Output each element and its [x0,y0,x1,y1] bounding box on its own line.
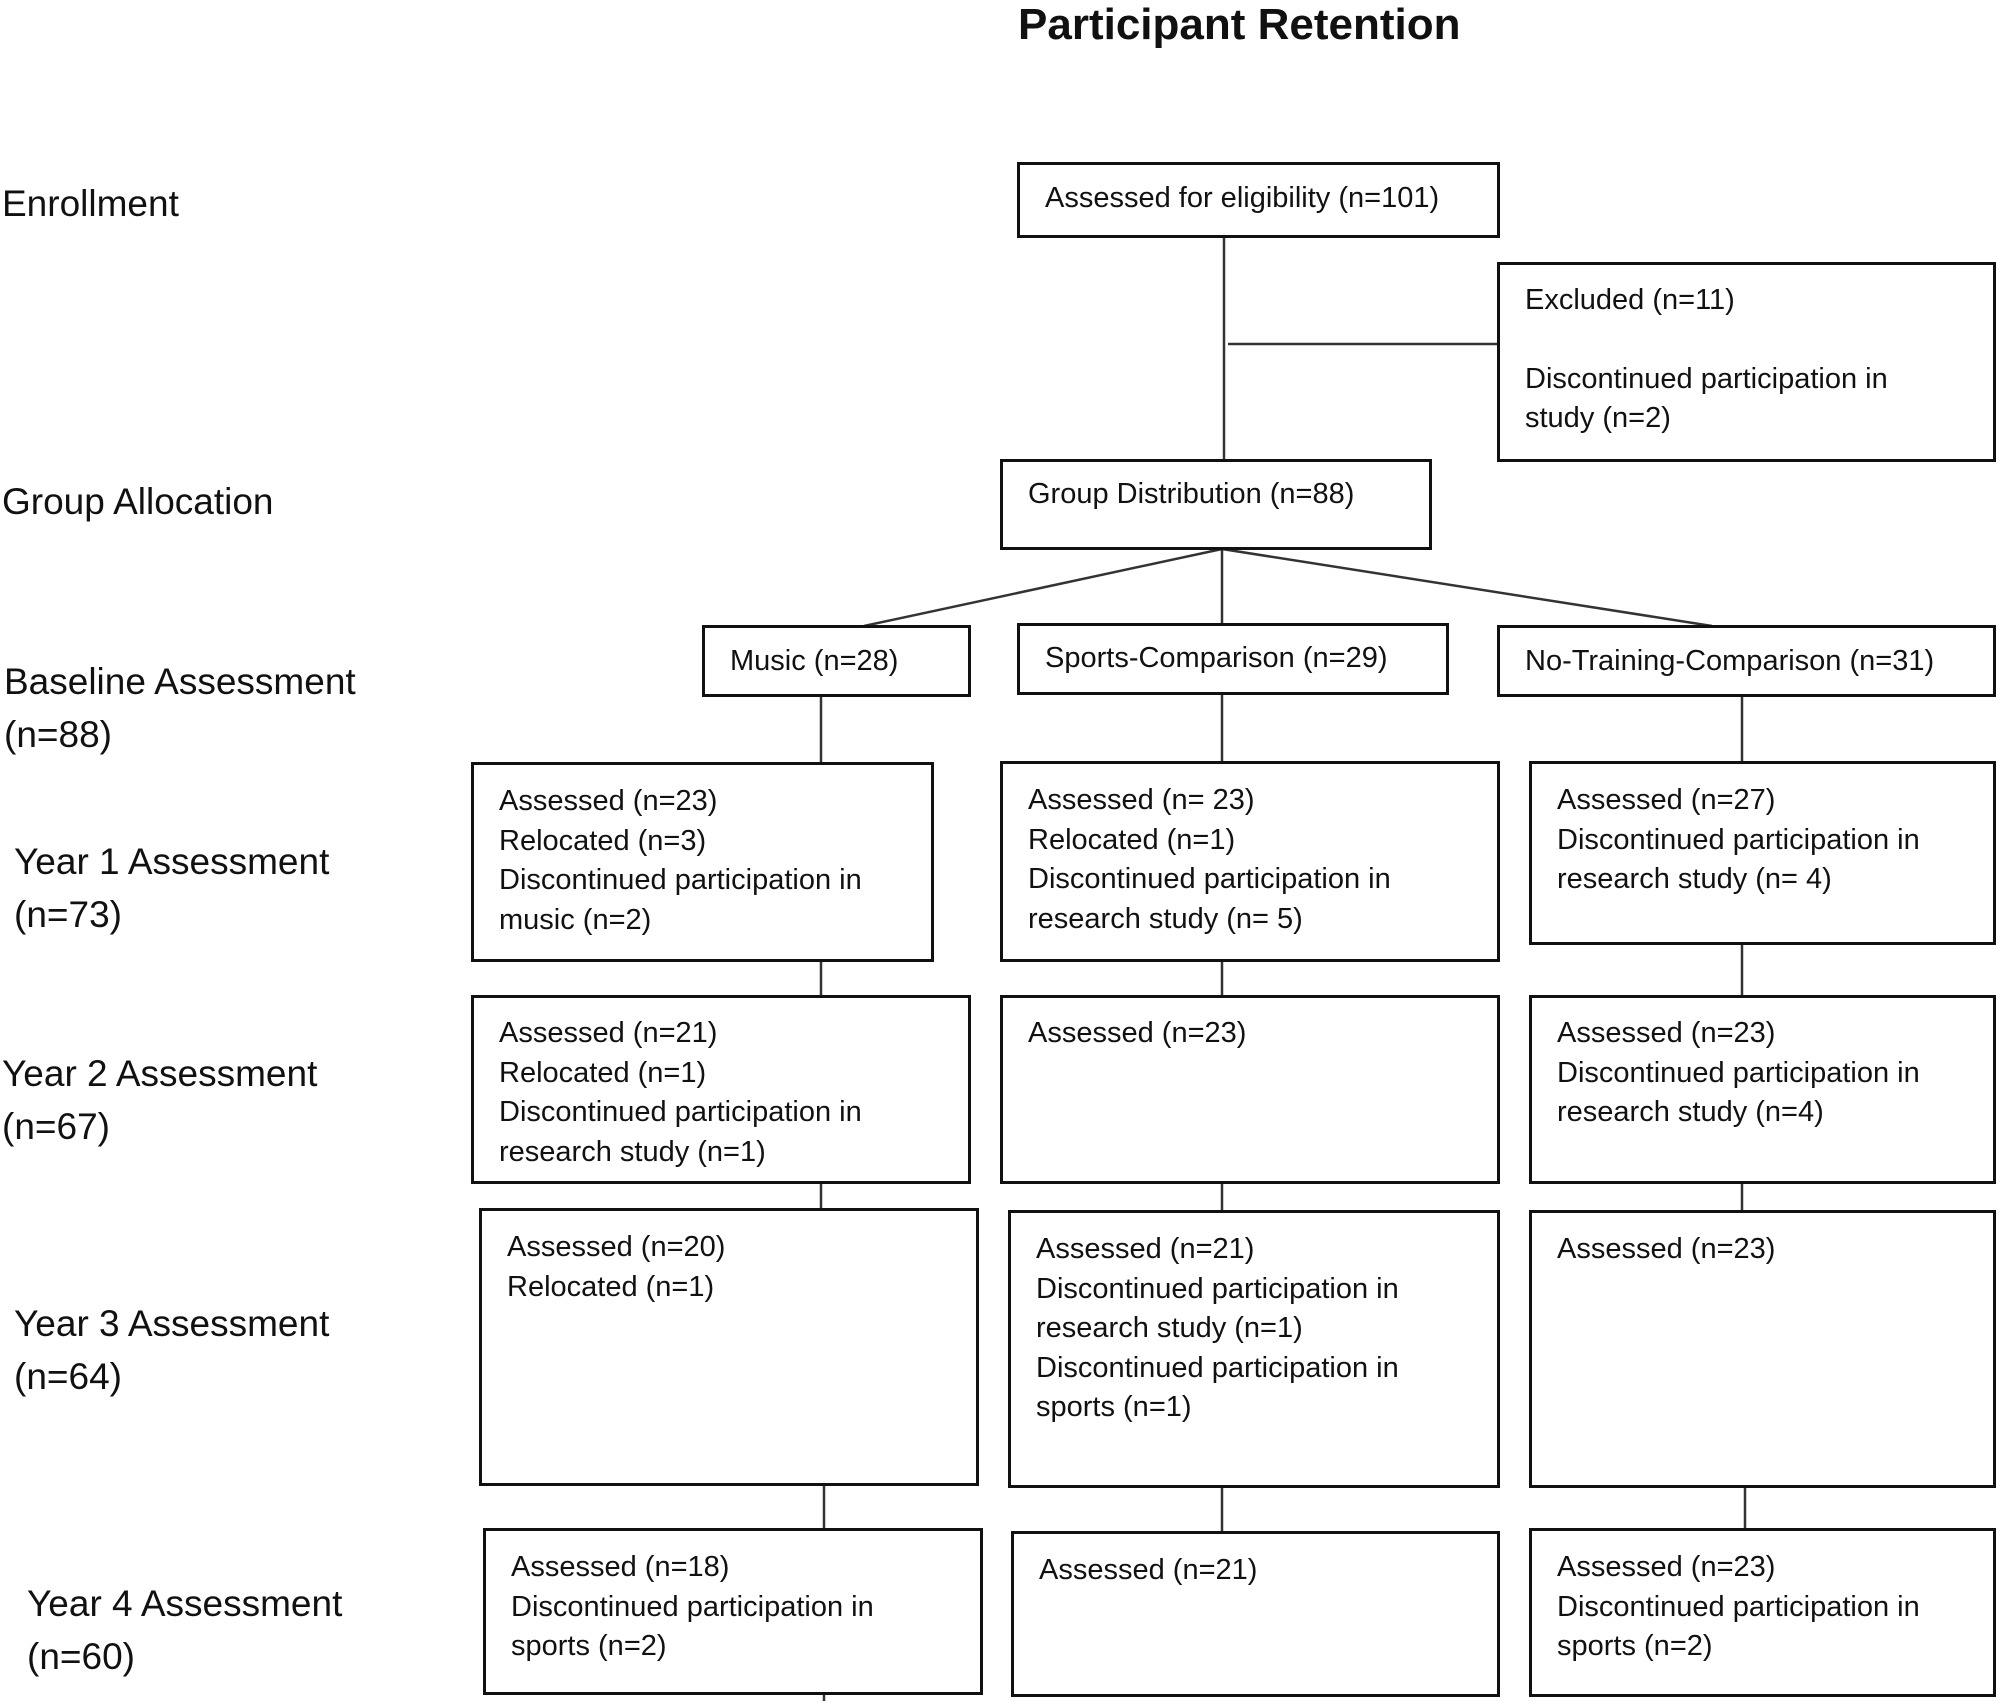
box-music-year2: Assessed (n=21) Relocated (n=1) Disconti… [471,995,971,1184]
box-line: No-Training-Comparison (n=31) [1525,645,1935,677]
box-line: music (n=2) [499,903,652,936]
box-line: research study (n= 4) [1557,863,1832,895]
stage-baseline: Baseline Assessment (n=88) [4,655,356,761]
box-line: research study (n=1) [499,1135,766,1168]
box-line: Discontinued participation in [499,1096,862,1128]
box-line: Discontinued participation in [1036,1272,1399,1305]
stage-line: Year 4 Assessment [27,1583,343,1624]
box-line: Assessed (n=21) [499,1017,718,1049]
stage-year4: Year 4 Assessment (n=60) [27,1577,342,1683]
diagram-title: Participant Retention [1018,0,1461,49]
box-sports-year2: Assessed (n=23) [1000,995,1500,1184]
box-line: Assessed (n=20) [507,1231,726,1263]
box-spacer [1525,321,1975,360]
box-line: Assessed (n=21) [1039,1554,1258,1586]
box-line: Relocated (n=1) [507,1270,715,1303]
stage-line: Year 3 Assessment [14,1303,330,1344]
box-line: Discontinued participation in [499,864,862,896]
stage-line: Baseline Assessment [4,661,356,702]
stage-line: Group Allocation [2,481,274,522]
box-no-training-year2: Assessed (n=23) Discontinued participati… [1529,995,1996,1184]
box-line: sports (n=2) [511,1630,667,1662]
box-line: Discontinued participation in [1557,1590,1920,1623]
box-line: research study (n= 5) [1028,902,1303,935]
box-line: Excluded (n=11) [1525,284,1735,316]
stage-count: (n=73) [14,894,122,935]
box-line: Assessed (n=18) [511,1551,730,1583]
box-no-training-year3: Assessed (n=23) [1529,1210,1996,1488]
stage-year2: Year 2 Assessment (n=67) [2,1047,317,1153]
box-music: Music (n=28) [702,625,971,697]
box-line: Discontinued participation in [1028,863,1391,895]
box-line: sports (n=1) [1036,1391,1192,1423]
box-excluded: Excluded (n=11) Discontinued participati… [1497,262,1996,462]
box-line: Sports-Comparison (n=29) [1045,642,1388,674]
box-sports-year4: Assessed (n=21) [1011,1531,1500,1697]
box-line: Discontinued participation in [1557,1056,1920,1089]
stage-count: (n=67) [2,1106,110,1147]
box-line: Group Distribution (n=88) [1028,478,1355,510]
box-line: Assessed (n=27) [1557,784,1776,816]
box-music-year3: Assessed (n=20) Relocated (n=1) [479,1208,979,1486]
box-line: Assessed (n=21) [1036,1233,1255,1265]
box-line: Assessed (n=23) [1028,1017,1247,1049]
box-sports-year1: Assessed (n= 23) Relocated (n=1) Discont… [1000,761,1500,962]
box-line: Relocated (n=3) [499,824,707,857]
box-line: Discontinued participation in [511,1590,874,1623]
box-line: research study (n=4) [1557,1096,1824,1128]
box-music-year1: Assessed (n=23) Relocated (n=3) Disconti… [471,762,934,962]
box-line: research study (n=1) [1036,1312,1303,1344]
box-no-training-year1: Assessed (n=27) Discontinued participati… [1529,761,1996,945]
box-line: Music (n=28) [730,645,899,677]
box-line: Assessed (n=23) [1557,1233,1776,1265]
box-line: Discontinued participation in [1557,823,1920,856]
box-line: Assessed (n=23) [1557,1551,1776,1583]
box-music-year4: Assessed (n=18) Discontinued participati… [483,1528,983,1695]
box-no-training-year4: Assessed (n=23) Discontinued participati… [1529,1528,1996,1697]
stage-count: (n=60) [27,1636,135,1677]
box-line: Assessed (n= 23) [1028,784,1255,816]
box-line: Assessed for eligibility (n=101) [1045,182,1440,214]
box-line: Relocated (n=1) [499,1056,707,1089]
stage-line: Year 2 Assessment [2,1053,318,1094]
box-line: Discontinued participation in [1036,1351,1399,1384]
box-line: sports (n=2) [1557,1630,1713,1662]
stage-count: (n=64) [14,1356,122,1397]
box-line: Assessed (n=23) [1557,1017,1776,1049]
stage-line: Enrollment [2,183,179,224]
box-no-training-comparison: No-Training-Comparison (n=31) [1497,625,1996,697]
stage-year1: Year 1 Assessment (n=73) [14,835,329,941]
box-sports-year3: Assessed (n=21) Discontinued participati… [1008,1210,1500,1488]
box-sports-comparison: Sports-Comparison (n=29) [1017,623,1449,695]
connector-to-notraining [1221,547,1713,628]
box-group-distribution: Group Distribution (n=88) [1000,459,1432,550]
box-line: study (n=2) [1525,402,1671,434]
stage-year3: Year 3 Assessment (n=64) [14,1297,329,1403]
stage-enrollment: Enrollment [2,177,179,230]
stage-count: (n=88) [4,714,112,755]
box-line: Relocated (n=1) [1028,823,1236,856]
stage-line: Year 1 Assessment [14,841,330,882]
stage-group-allocation: Group Allocation [2,475,274,528]
box-eligibility: Assessed for eligibility (n=101) [1017,162,1500,238]
connector-to-music [863,547,1223,628]
box-line: Assessed (n=23) [499,785,718,817]
box-line: Discontinued participation in [1525,362,1888,395]
